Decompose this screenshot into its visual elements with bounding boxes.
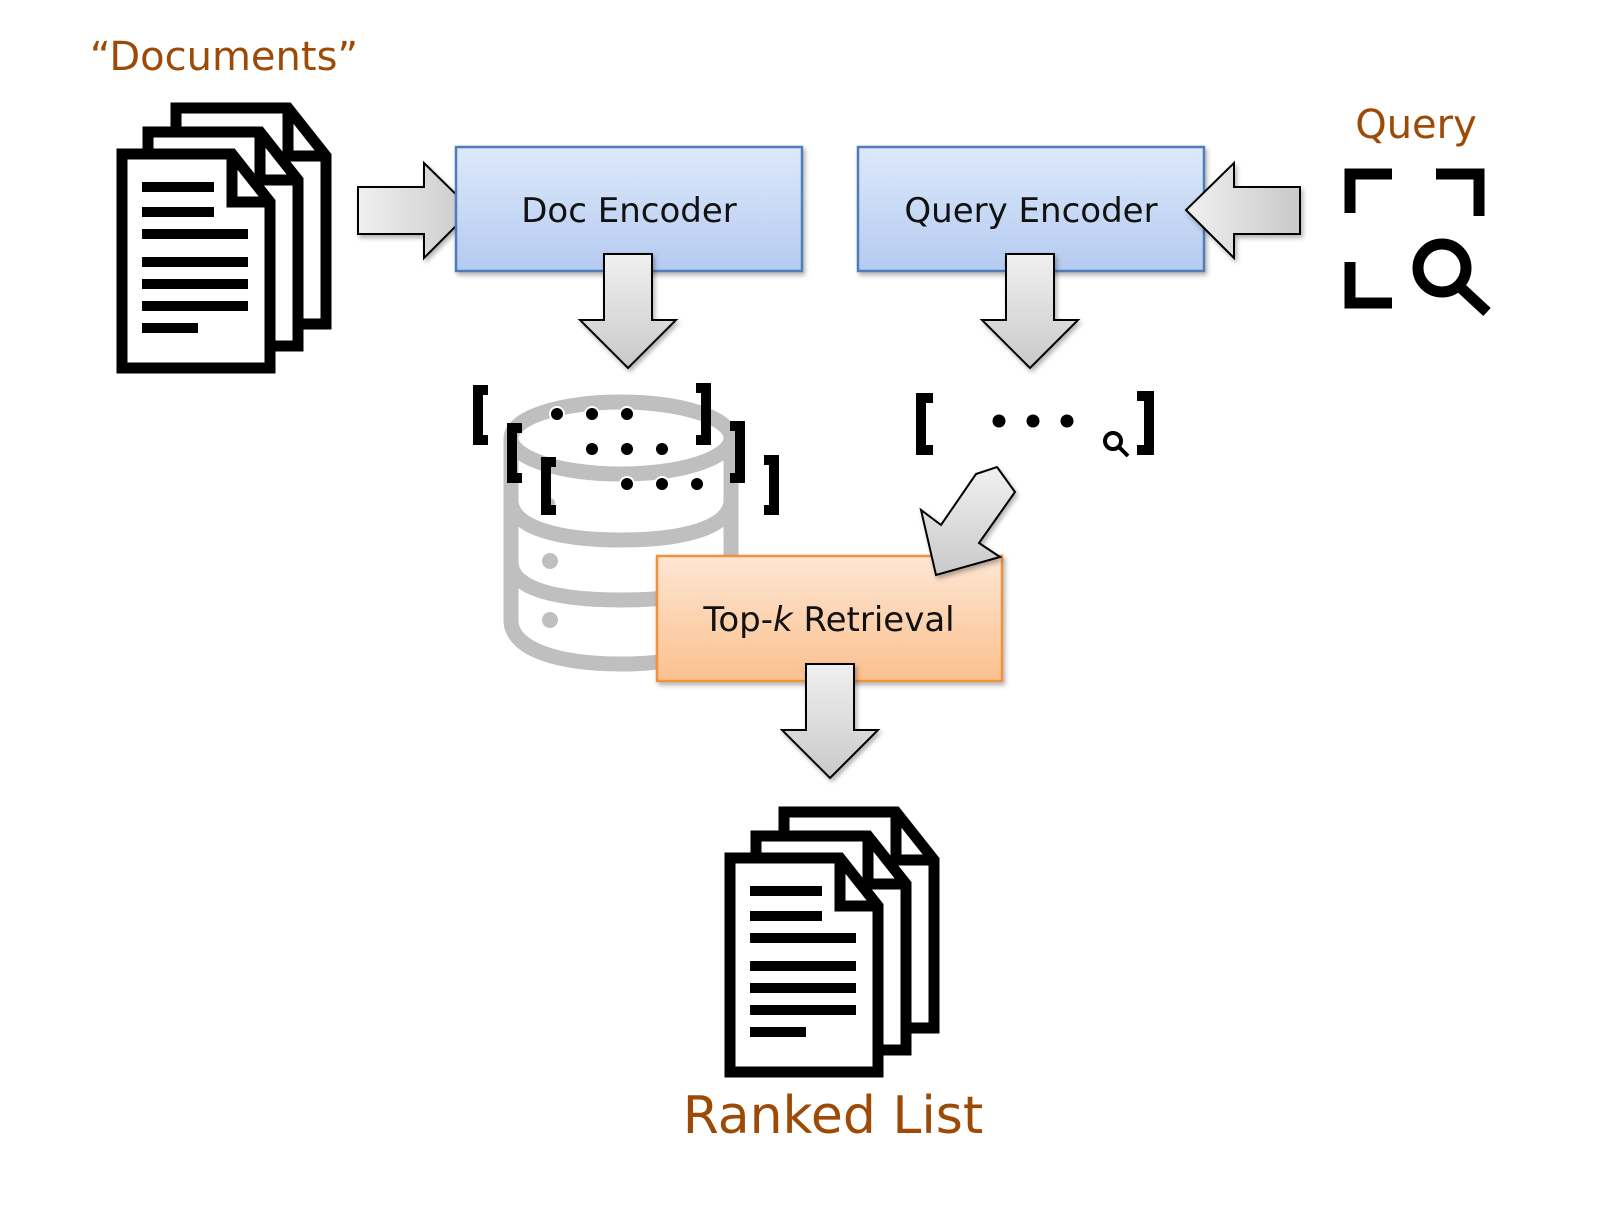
magnifier-icon: [1103, 431, 1130, 458]
retrieval-k: k: [773, 600, 794, 640]
doc-vector-1: [473, 383, 711, 445]
arrow-doc-encoder-to-database: [577, 253, 679, 370]
doc-embedding-vectors: [473, 383, 779, 515]
query-encoder-box: [856, 145, 1206, 273]
query-label: Query: [1355, 102, 1477, 148]
documents-icon: [122, 108, 326, 368]
ranked-list-icon: [730, 812, 934, 1072]
arrow-retrieval-to-ranked-list: [779, 663, 881, 780]
arrow-query-to-query-encoder: [1184, 160, 1301, 261]
doc-vector-2: [507, 421, 745, 483]
arrow-documents-to-doc-encoder: [357, 160, 474, 261]
doc-encoder-box: [454, 145, 804, 273]
top-k-retrieval-box: [655, 554, 1004, 683]
query-encoder-label: Query Encoder: [904, 191, 1157, 231]
query-vector-dots: [992, 414, 1074, 428]
arrow-query-vector-to-retrieval: [919, 465, 1017, 577]
doc-vector-dots: [549, 406, 705, 492]
doc-encoder-label: Doc Encoder: [521, 191, 737, 231]
query-embedding-vector: [916, 391, 1154, 458]
retrieval-prefix: Top-: [702, 600, 773, 640]
query-icon: [1344, 168, 1491, 317]
arrow-query-encoder-to-query-vector: [979, 253, 1081, 370]
documents-label: “Documents”: [90, 34, 358, 80]
ranked-list-label: Ranked List: [683, 1086, 984, 1146]
query-vector-brackets: [916, 391, 1154, 455]
doc-vector-3: [541, 455, 779, 515]
top-k-retrieval-label: Top-k Retrieval: [702, 600, 954, 640]
retrieval-suffix: Retrieval: [793, 600, 955, 640]
